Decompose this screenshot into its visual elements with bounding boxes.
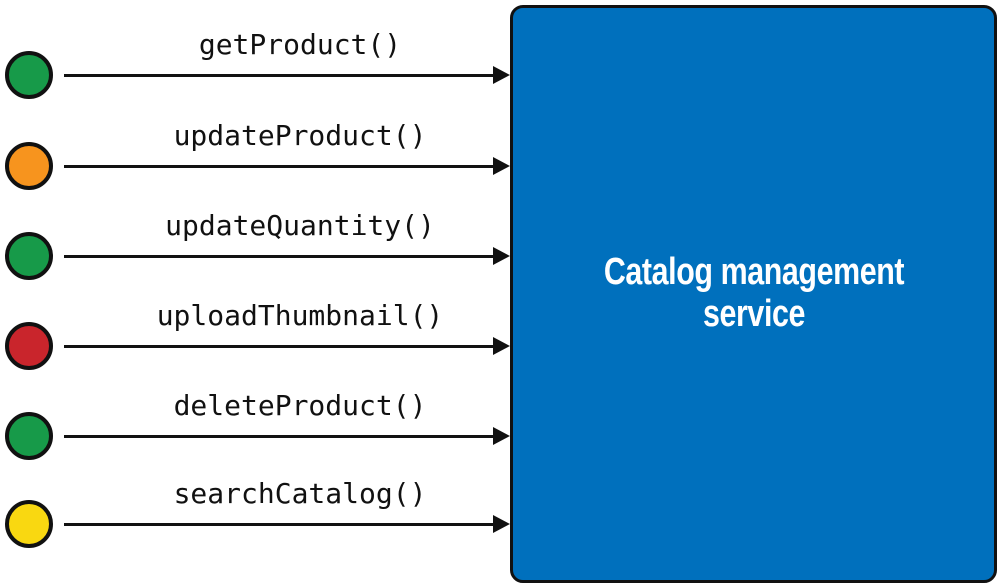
arrow-head-icon (493, 515, 510, 533)
arrow-head-icon (493, 66, 510, 84)
method-label: updateProduct() (173, 119, 427, 152)
method-label: uploadThumbnail() (156, 299, 444, 332)
method-label: searchCatalog() (173, 477, 427, 510)
arrow-head-icon (493, 427, 510, 445)
method-label: updateQuantity() (165, 209, 435, 242)
arrow-head-icon (493, 337, 510, 355)
method-label: deleteProduct() (173, 389, 427, 422)
endpoint-dot (5, 232, 53, 280)
arrow-line (64, 254, 497, 258)
service-box-label: Catalog management service (603, 251, 904, 335)
arrow-head-icon (493, 157, 510, 175)
arrow-line (64, 73, 497, 77)
endpoint-dot (5, 322, 53, 370)
service-box: Catalog management service (510, 5, 997, 583)
arrow-line (64, 344, 497, 348)
arrow-line (64, 434, 497, 438)
endpoint-dot (5, 412, 53, 460)
endpoint-dot (5, 142, 53, 190)
arrow-line (64, 522, 497, 526)
endpoint-dot (5, 500, 53, 548)
method-label: getProduct() (198, 28, 402, 61)
arrow-head-icon (493, 247, 510, 265)
arrow-line (64, 164, 497, 168)
endpoint-dot (5, 51, 53, 99)
